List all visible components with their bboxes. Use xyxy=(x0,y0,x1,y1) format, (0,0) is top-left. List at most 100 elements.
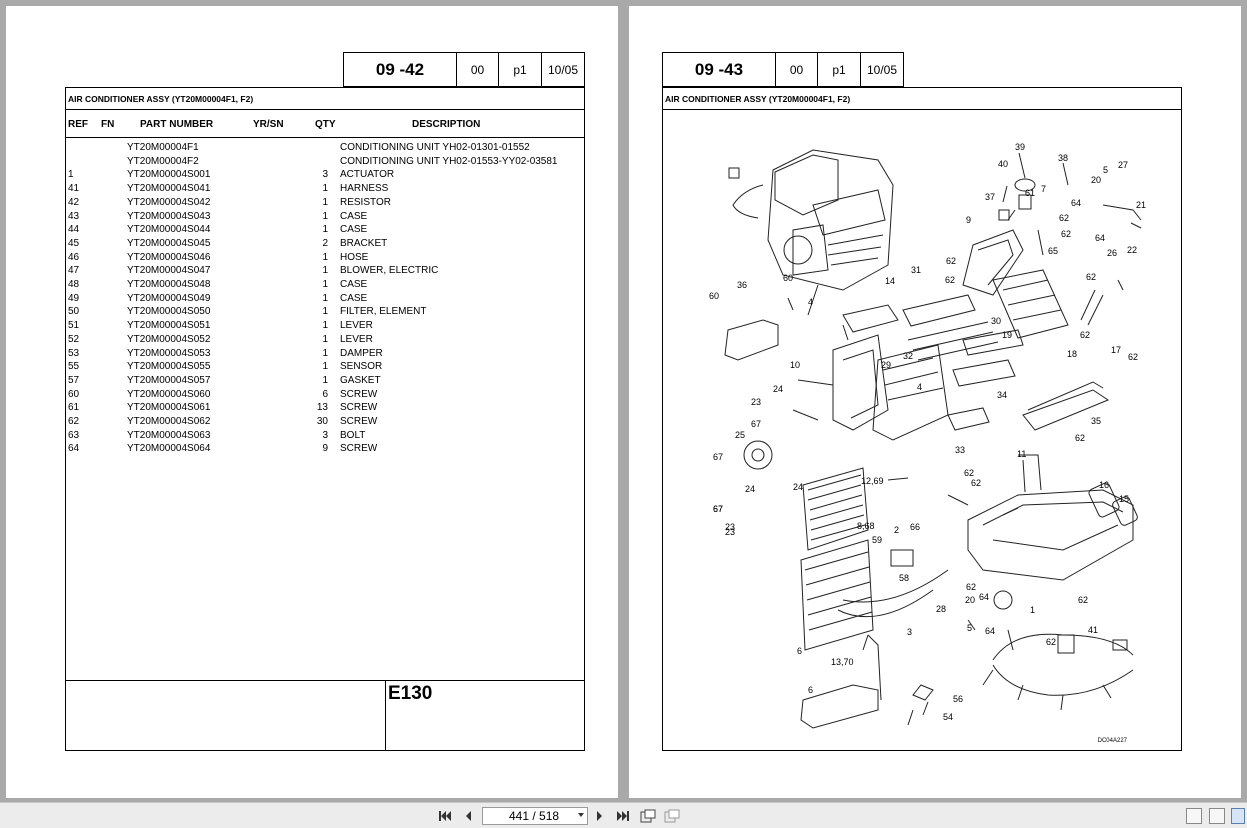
callout-label: 60 xyxy=(709,291,719,301)
exploded-view-diagram: 3940385272061737646221962646526226260143… xyxy=(709,142,1146,729)
fit-width-icon[interactable] xyxy=(663,808,681,824)
header-ref: REF xyxy=(68,119,88,130)
cell-ref: 63 xyxy=(68,429,80,441)
callout-label: 6 xyxy=(797,646,802,656)
cell-qty: 2 xyxy=(322,237,328,249)
cell-desc: CASE xyxy=(340,210,368,222)
cell-qty: 1 xyxy=(322,361,328,373)
callout-label: 62 xyxy=(1080,330,1090,340)
cell-ref: 57 xyxy=(68,374,80,386)
cell-ref: 53 xyxy=(68,347,80,359)
fit-page-icon[interactable] xyxy=(639,808,657,824)
cell-pn: YT20M00004S062 xyxy=(127,416,211,427)
callout-label: 7 xyxy=(1041,184,1046,194)
cell-ref: 1 xyxy=(68,169,74,181)
page-number-input[interactable]: 441 / 518 xyxy=(482,807,588,825)
cell-ref: 45 xyxy=(68,237,80,249)
callout-label: 40 xyxy=(998,159,1008,169)
callout-label: 62 xyxy=(1061,229,1071,239)
diagram-frame: AIR CONDITIONER ASSY (YT20M00004F1, F2) xyxy=(662,87,1182,751)
previous-page-icon[interactable] xyxy=(459,808,477,824)
cell-desc: FILTER, ELEMENT xyxy=(340,306,427,318)
right-page: 09 -43 00 p1 10/05 AIR CONDITIONER ASSY … xyxy=(629,6,1241,798)
cell-desc: LEVER xyxy=(340,320,373,332)
cell-desc: CONDITIONING UNIT YH02-01553-YY02-03581 xyxy=(340,155,558,167)
callout-label: 62 xyxy=(1046,637,1056,647)
continuous-view-icon[interactable] xyxy=(1209,808,1225,824)
callout-label: 12,69 xyxy=(861,476,884,486)
two-page-view-icon[interactable] xyxy=(1231,808,1245,824)
callout-label: 23 xyxy=(751,397,761,407)
next-page-icon[interactable] xyxy=(591,808,609,824)
chevron-down-icon[interactable] xyxy=(578,813,584,817)
model-code: E130 xyxy=(388,683,433,704)
callout-label: 10 xyxy=(790,360,800,370)
cell-qty: 1 xyxy=(322,224,328,236)
cell-desc: LEVER xyxy=(340,333,373,345)
callout-label: 25 xyxy=(735,430,745,440)
callout-label: 17 xyxy=(1111,345,1121,355)
cell-pn: YT20M00004S045 xyxy=(127,237,211,249)
single-page-view-icon[interactable] xyxy=(1186,808,1202,824)
callout-label: 22 xyxy=(1127,245,1137,255)
cell-qty: 1 xyxy=(322,183,328,195)
callout-label: 15 xyxy=(1119,494,1129,504)
cell-desc: SCREW xyxy=(340,416,378,427)
callout-label: 62 xyxy=(971,478,981,488)
page-header-box: 09 -43 00 p1 10/05 xyxy=(662,52,904,87)
callout-label: 56 xyxy=(953,694,963,704)
cell-pn: YT20M00004S041 xyxy=(127,183,211,195)
cell-pn: YT20M00004S048 xyxy=(127,279,211,290)
callout-label: 27 xyxy=(1118,160,1128,170)
cell-ref: 51 xyxy=(68,320,80,332)
callout-label: 59 xyxy=(872,535,882,545)
callout-label: 5 xyxy=(967,623,972,633)
page-indicator: 441 / 518 xyxy=(509,809,560,823)
cell-ref: 41 xyxy=(68,183,80,195)
cell-qty: 1 xyxy=(322,374,328,386)
callout-label: 30 xyxy=(991,316,1001,326)
first-page-icon[interactable] xyxy=(436,808,454,824)
cell-qty: 1 xyxy=(322,292,328,304)
callout-label: 62 xyxy=(946,256,956,266)
callout-label: 39 xyxy=(1015,142,1025,152)
cell-qty: 1 xyxy=(322,279,328,290)
callout-label: 4 xyxy=(917,382,922,392)
last-page-icon[interactable] xyxy=(614,808,632,824)
cell-desc: DAMPER xyxy=(340,347,383,359)
callout-label: 21 xyxy=(1136,200,1146,210)
part-label: p1 xyxy=(499,53,542,86)
callout-label: 67 xyxy=(751,419,761,429)
cell-qty: 13 xyxy=(316,402,328,414)
callout-label: 19 xyxy=(1002,330,1012,340)
callout-label: 23 xyxy=(725,522,735,532)
cell-ref: 55 xyxy=(68,361,80,373)
callout-label: 34 xyxy=(997,390,1007,400)
callout-label: 62 xyxy=(966,582,976,592)
callout-label: 62 xyxy=(945,275,955,285)
cell-pn: YT20M00004S051 xyxy=(127,320,211,332)
callout-label: 18 xyxy=(1067,349,1077,359)
issue-date: 10/05 xyxy=(547,62,579,77)
header-part-number: PART NUMBER xyxy=(140,119,214,130)
cell-ref: 48 xyxy=(68,279,80,290)
callout-label: 4 xyxy=(808,297,813,307)
cell-qty: 1 xyxy=(322,210,328,222)
parts-list-frame: AIR CONDITIONER ASSY (YT20M00004F1, F2) … xyxy=(65,87,585,751)
cell-qty: 9 xyxy=(322,443,328,455)
cell-ref: 43 xyxy=(68,210,80,222)
